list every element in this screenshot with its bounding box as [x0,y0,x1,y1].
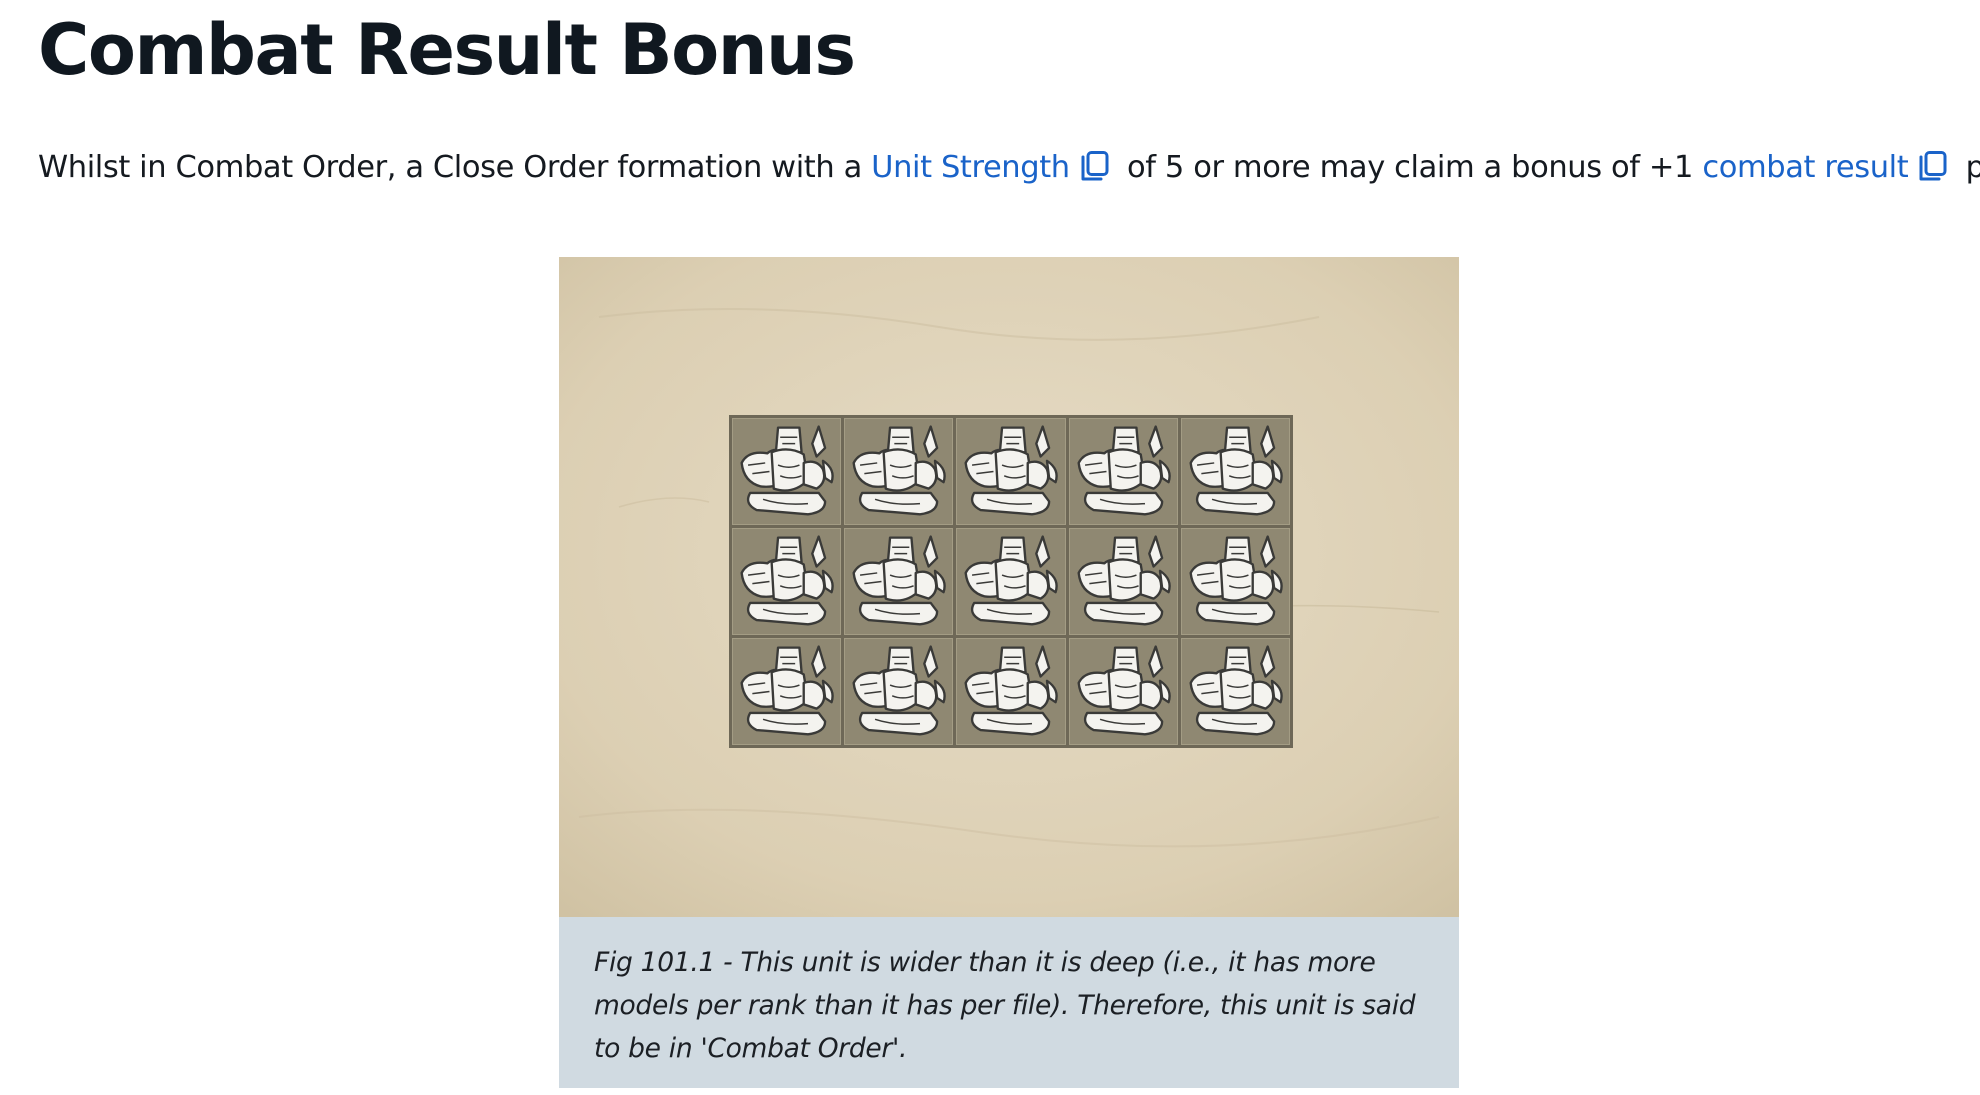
cavalry-model-icon [1189,425,1283,516]
model-base [956,638,1066,745]
intro-text-before: Whilst in Combat Order, a Close Order fo… [38,150,872,185]
cavalry-model-icon [852,645,946,736]
model-base [1180,528,1290,635]
cavalry-model-icon [964,535,1059,626]
copy-icon[interactable] [1080,150,1110,182]
cavalry-model-icon [1077,645,1171,736]
cavalry-model-icon [740,535,834,626]
model-base [844,418,954,525]
model-base [1068,418,1178,525]
model-base [1180,418,1290,525]
cavalry-model-icon [740,425,834,516]
model-base [844,528,954,635]
figure-caption: Fig 101.1 - This unit is wider than it i… [559,917,1459,1088]
figure-image [559,257,1459,917]
page-title: Combat Result Bonus [38,9,856,91]
cavalry-model-icon [1077,535,1171,626]
cavalry-model-icon [740,645,834,736]
cavalry-model-icon [1077,425,1171,516]
model-base [732,528,842,635]
model-base [1180,638,1290,745]
intro-paragraph: Whilst in Combat Order, a Close Order fo… [38,146,1980,190]
model-base [956,418,1066,525]
figure: Fig 101.1 - This unit is wider than it i… [559,257,1459,1088]
model-base [1068,528,1178,635]
intro-text-middle: of 5 or more may claim a bonus of +1 [1117,150,1703,185]
model-base [1068,638,1178,745]
combat-result-link[interactable]: combat result [1702,150,1909,185]
model-base [732,418,842,525]
cavalry-model-icon [1189,645,1283,736]
unit-formation-grid [729,415,1293,748]
cavalry-model-icon [964,425,1059,516]
unit-strength-link[interactable]: Unit Strength [871,150,1070,185]
model-base [844,638,954,745]
cavalry-model-icon [964,645,1059,736]
cavalry-model-icon [852,425,946,516]
cavalry-model-icon [852,535,946,626]
cavalry-model-icon [1189,535,1283,626]
model-base [732,638,842,745]
intro-text-after: point. [1965,150,1980,185]
model-base [956,528,1066,635]
copy-icon[interactable] [1918,150,1948,182]
